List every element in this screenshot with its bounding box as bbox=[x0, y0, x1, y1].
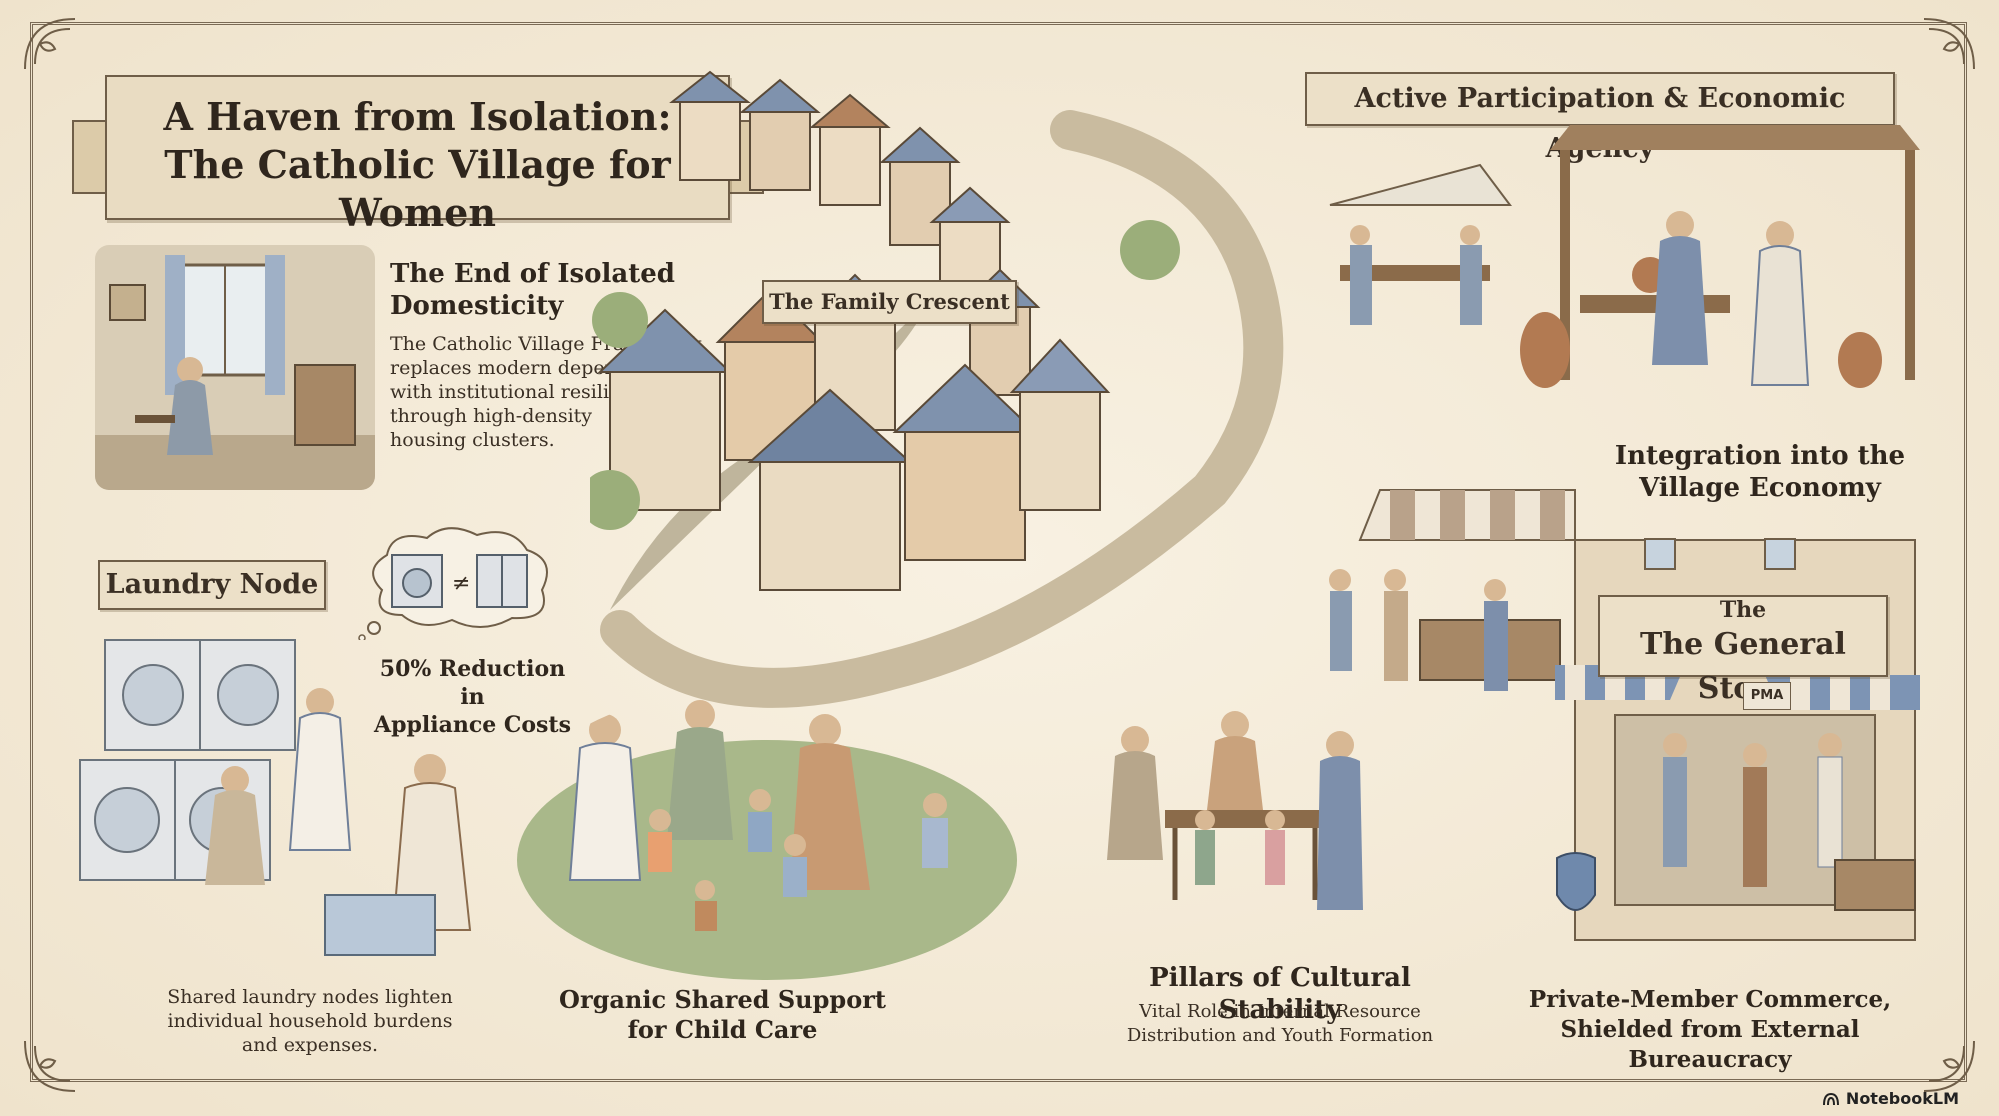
brand-name: NotebookLM bbox=[1845, 1089, 1959, 1108]
corner-flourish-icon bbox=[1923, 18, 1975, 70]
isolation-body-line: replaces modern dependency bbox=[390, 357, 674, 379]
general-store-sign-line-2: The General Store bbox=[1640, 627, 1846, 706]
title-line-2: The Catholic Village for Women bbox=[164, 142, 671, 235]
market-pottery-illustration bbox=[1320, 125, 1930, 425]
village-crescent-illustration bbox=[590, 70, 1310, 730]
market-stall-illustration bbox=[1320, 480, 1580, 710]
isolation-heading-line-1: The End of Isolated bbox=[390, 259, 675, 289]
corner-flourish-icon bbox=[24, 1040, 76, 1092]
cultural-body: Vital Role in Internal Resource Distribu… bbox=[1100, 1000, 1460, 1048]
title-banner: A Haven from Isolation: The Catholic Vil… bbox=[105, 75, 730, 235]
stat-line-2: Appliance Costs bbox=[374, 712, 571, 738]
title-line-1: A Haven from Isolation: bbox=[163, 94, 672, 139]
stat-line-1: 50% Reduction in bbox=[379, 656, 566, 710]
general-store-sign-line-1: The bbox=[1719, 597, 1767, 623]
ornamental-frame bbox=[30, 22, 1967, 1082]
notebooklm-brand: NotebookLM bbox=[1822, 1089, 1959, 1108]
isolation-body-line: through high-density bbox=[390, 405, 593, 427]
laundry-scene-illustration bbox=[75, 630, 495, 970]
childcare-caption-line-1: Organic Shared Support bbox=[559, 985, 886, 1014]
cultural-body-line-2: Distribution and Youth Formation bbox=[1126, 1025, 1434, 1046]
childcare-caption-line-2: for Child Care bbox=[627, 1015, 818, 1044]
laundry-caption-line: Shared laundry nodes lighten bbox=[167, 986, 453, 1008]
integration-heading: Integration into the Village Economy bbox=[1610, 440, 1910, 504]
isolation-body-line: housing clusters. bbox=[390, 429, 555, 451]
isolated-room-illustration bbox=[95, 245, 375, 490]
corner-flourish-icon bbox=[1923, 1040, 1975, 1092]
isolation-heading-line-2: Domesticity bbox=[390, 291, 564, 321]
laundry-caption-line: individual household burdens bbox=[167, 1010, 453, 1032]
corner-flourish-icon bbox=[24, 18, 76, 70]
laundry-caption: Shared laundry nodes lighten individual … bbox=[120, 985, 500, 1057]
isolation-heading: The End of Isolated Domesticity bbox=[390, 258, 675, 322]
childcare-scene-illustration bbox=[515, 690, 1020, 980]
store-caption-line-1: Private-Member Commerce, bbox=[1528, 986, 1892, 1013]
thought-bubble-icon: ≠ bbox=[358, 527, 548, 640]
general-store-sign: The The General Store bbox=[1598, 595, 1888, 706]
childcare-caption: Organic Shared Support for Child Care bbox=[555, 985, 890, 1045]
appliance-cost-stat: 50% Reduction in Appliance Costs bbox=[370, 655, 575, 739]
participation-tag: Active Participation & Economic Agency bbox=[1305, 72, 1895, 164]
store-caption-line-2: Shielded from External Bureaucracy bbox=[1560, 1016, 1860, 1073]
laundry-node-tag: Laundry Node bbox=[98, 560, 326, 610]
svg-text:≠: ≠ bbox=[452, 571, 470, 596]
cultural-heading: Pillars of Cultural Stability bbox=[1149, 963, 1411, 1025]
store-caption: Private-Member Commerce, Shielded from E… bbox=[1490, 985, 1930, 1075]
isolation-body-line: with institutional resilience bbox=[390, 381, 655, 403]
pma-label: PMA bbox=[1743, 682, 1791, 710]
laundry-caption-line: and expenses. bbox=[241, 1034, 379, 1056]
integration-heading-line-2: Village Economy bbox=[1639, 473, 1881, 503]
integration-heading-line-1: Integration into the bbox=[1614, 441, 1906, 471]
cultural-scene-illustration bbox=[1105, 690, 1365, 940]
family-crescent-tag: The Family Crescent bbox=[762, 280, 1017, 324]
cultural-body-line-1: Vital Role in Internal Resource bbox=[1139, 1001, 1421, 1022]
notebooklm-logo-icon bbox=[1822, 1092, 1839, 1105]
